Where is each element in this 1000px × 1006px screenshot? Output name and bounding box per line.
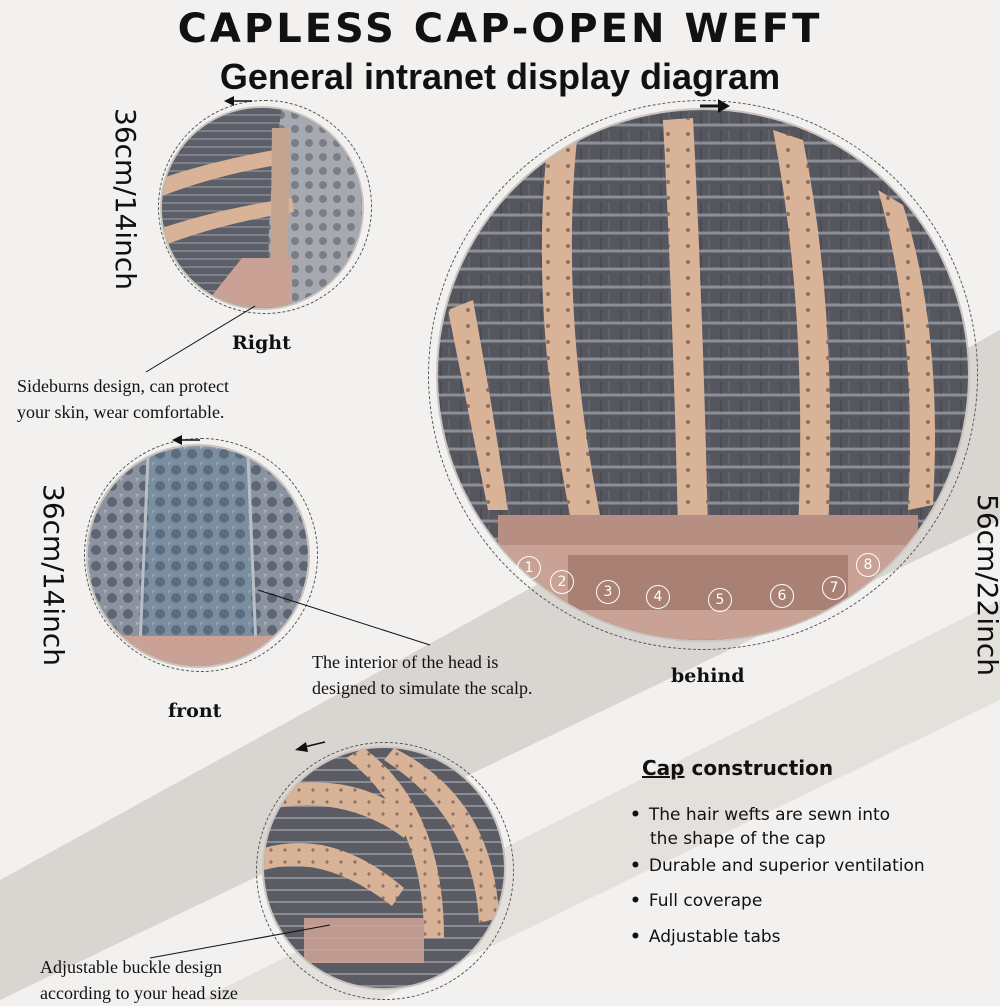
sideburns-note: Sideburns design, can protect your skin,… (17, 376, 229, 422)
adjust-tab-3: 3 (596, 580, 620, 604)
adjust-tab-1: 1 (517, 556, 541, 580)
front-view-image (88, 446, 308, 666)
buckle-note: Adjustable buckle design according to yo… (40, 957, 238, 1003)
adjust-tab-8: 8 (856, 553, 880, 577)
behind-view-label: behind (671, 665, 745, 687)
behind-view-dashed-ring (428, 100, 978, 650)
interior-note: The interior of the head is designed to … (312, 652, 533, 698)
page-title: CAPLESS CAP-OPEN WEFT (177, 6, 823, 52)
construction-bullet-2: •Durable and superior ventilation (630, 856, 925, 876)
cap-construction-title: Cap construction (642, 756, 834, 780)
front-view-illustration (88, 446, 308, 666)
adjust-tab-7: 7 (822, 576, 846, 600)
front-view-label: front (168, 700, 222, 722)
construction-bullet-1: •The hair wefts are sewn into the shape … (630, 805, 891, 849)
adjust-tab-4: 4 (646, 585, 670, 609)
adjust-tab-6: 6 (770, 584, 794, 608)
front-view-size-label: 36cm/14inch (37, 484, 70, 667)
right-view-illustration (162, 108, 362, 308)
behind-view-illustration (438, 110, 968, 640)
adjust-tab-5: 5 (708, 588, 732, 612)
page-subtitle: General intranet display diagram (219, 56, 781, 97)
front-view-dashed-ring (84, 438, 318, 672)
right-view-label: Right (232, 332, 291, 354)
right-view-size-label: 36cm/14inch (109, 108, 142, 291)
behind-view-size-label: 56cm/22inch (971, 494, 1000, 677)
right-view-dashed-ring (158, 100, 372, 314)
construction-bullet-3: •Full coverape (630, 891, 763, 911)
right-view-image (162, 108, 362, 308)
construction-bullet-4: •Adjustable tabs (630, 927, 781, 947)
bottom-view-image (264, 748, 504, 988)
bottom-view-illustration (264, 748, 504, 988)
adjust-tab-2: 2 (550, 570, 574, 594)
behind-view-image (438, 110, 968, 640)
